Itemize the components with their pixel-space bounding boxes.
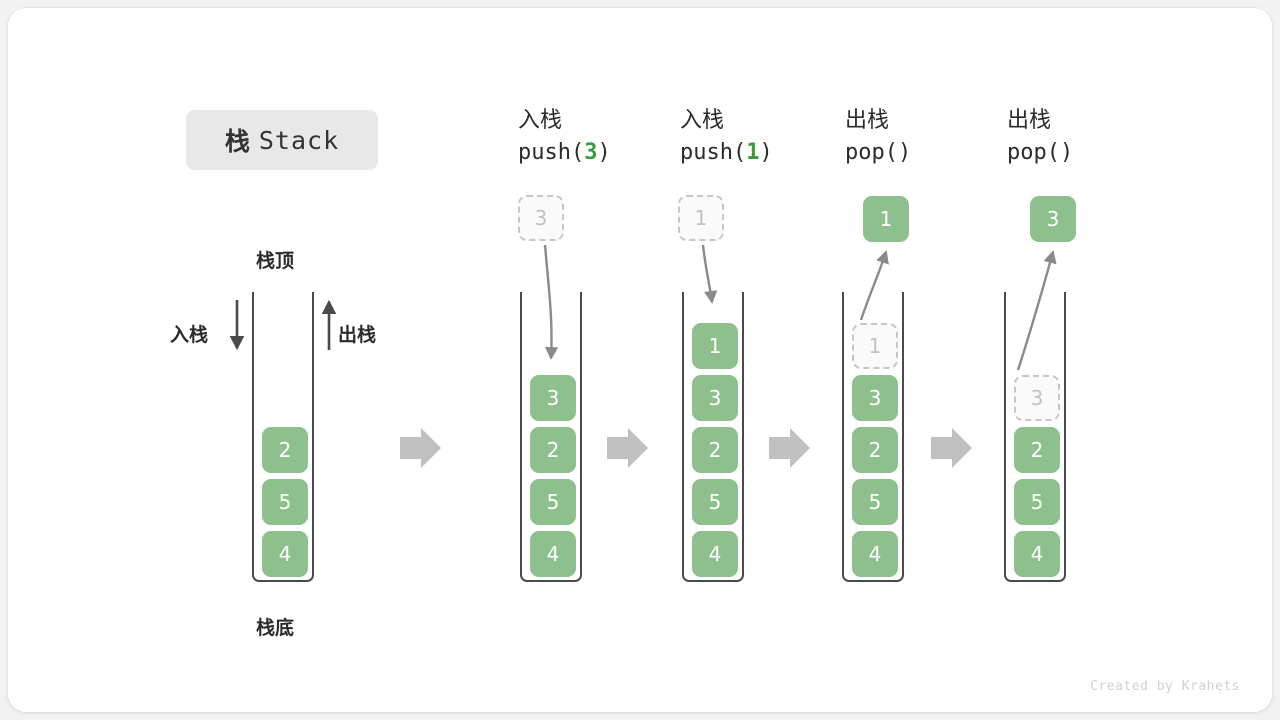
- op-code-arg: 1: [746, 140, 760, 165]
- op-label-pop-1: 出栈 pop(): [845, 106, 911, 170]
- flow-arrow-3: [769, 428, 810, 468]
- label-stack-bottom: 栈底: [256, 617, 295, 639]
- stack-slots-push-3: 4 5 2 3: [522, 369, 584, 577]
- op-label-push-1: 入栈 push(1): [680, 106, 773, 170]
- op-code-suffix: ): [1059, 140, 1074, 165]
- incoming-box-1: 1: [678, 195, 724, 241]
- stack-container-pop-1: 4 5 2 3 1: [842, 292, 904, 582]
- op-code-suffix: ): [759, 140, 773, 165]
- op-code-suffix: ): [897, 140, 912, 165]
- stack-container-push-3: 4 5 2 3: [520, 292, 582, 582]
- footer-credit: Created by Krahets: [1090, 679, 1240, 694]
- op-code-arg: 3: [584, 140, 598, 165]
- op-label-push-3: 入栈 push(3): [518, 106, 611, 170]
- popped-box-1: 1: [863, 196, 909, 242]
- stack-container-pop-3: 4 5 2 3: [1004, 292, 1066, 582]
- stack-box: 2: [530, 427, 576, 473]
- stack-box: 5: [692, 479, 738, 525]
- op-label-code: pop(): [1007, 136, 1073, 170]
- stack-container-initial: 4 5 2: [252, 292, 314, 582]
- op-code-prefix: pop(: [1007, 140, 1060, 165]
- stack-box: 5: [1014, 479, 1060, 525]
- op-label-code: push(1): [680, 136, 773, 170]
- op-label-code: push(3): [518, 136, 611, 170]
- incoming-box-3: 3: [518, 195, 564, 241]
- stack-slots-initial: 4 5 2: [254, 421, 316, 577]
- popped-box-value: 3: [1046, 207, 1060, 231]
- diagram-title-badge: 栈 Stack: [186, 110, 378, 170]
- label-push-side: 入栈: [170, 324, 209, 346]
- flow-arrow-1: [400, 428, 441, 468]
- stack-box: 2: [692, 427, 738, 473]
- stack-slots-pop-1: 4 5 2 3 1: [844, 317, 906, 577]
- stack-box: 5: [852, 479, 898, 525]
- stack-box: 3: [692, 375, 738, 421]
- stack-box: 3: [852, 375, 898, 421]
- op-label-cn: 出栈: [1007, 108, 1052, 133]
- op-label-cn: 入栈: [518, 108, 563, 133]
- stack-box: 4: [262, 531, 308, 577]
- stack-box: 4: [692, 531, 738, 577]
- incoming-box-value: 3: [534, 206, 548, 230]
- stack-slots-push-1: 4 5 2 3 1: [684, 317, 746, 577]
- stack-box: 1: [692, 323, 738, 369]
- label-stack-top: 栈顶: [256, 250, 295, 272]
- stack-box: 5: [262, 479, 308, 525]
- stack-box: 3: [530, 375, 576, 421]
- op-code-prefix: push(: [680, 140, 747, 165]
- incoming-box-value: 1: [694, 206, 708, 230]
- stack-box-ghost: 1: [852, 323, 898, 369]
- label-pop-side: 出栈: [338, 324, 377, 346]
- stack-box: 5: [530, 479, 576, 525]
- flow-arrow-2: [607, 428, 648, 468]
- op-label-cn: 入栈: [680, 108, 725, 133]
- op-label-code: pop(): [845, 136, 911, 170]
- stack-slots-pop-3: 4 5 2 3: [1006, 369, 1068, 577]
- op-label-pop-3: 出栈 pop(): [1007, 106, 1073, 170]
- stack-box: 2: [262, 427, 308, 473]
- stack-box: 4: [530, 531, 576, 577]
- stack-container-push-1: 4 5 2 3 1: [682, 292, 744, 582]
- stack-box: 2: [1014, 427, 1060, 473]
- title-cn: 栈: [224, 127, 251, 156]
- op-label-cn: 出栈: [845, 108, 890, 133]
- op-code-prefix: pop(: [845, 140, 898, 165]
- flow-arrow-4: [931, 428, 972, 468]
- stack-box: 4: [1014, 531, 1060, 577]
- stack-box-ghost: 3: [1014, 375, 1060, 421]
- op-code-suffix: ): [597, 140, 611, 165]
- op-code-prefix: push(: [518, 140, 585, 165]
- popped-box-3: 3: [1030, 196, 1076, 242]
- title-en: Stack: [258, 125, 340, 155]
- popped-box-value: 1: [879, 207, 893, 231]
- stack-box: 4: [852, 531, 898, 577]
- stack-box: 2: [852, 427, 898, 473]
